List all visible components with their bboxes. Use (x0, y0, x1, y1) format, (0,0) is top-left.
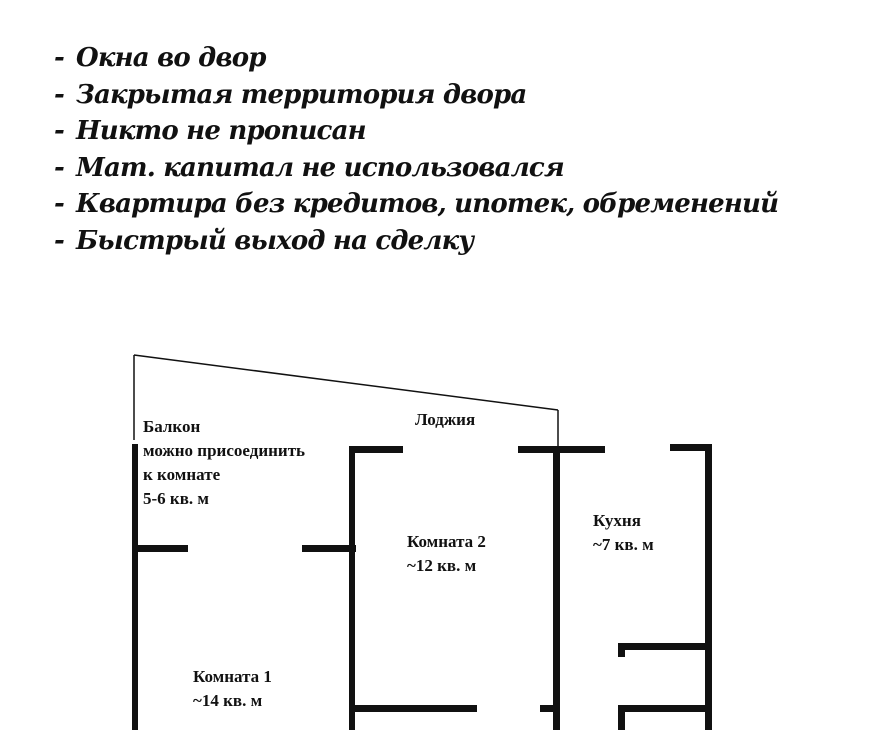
features-list: -Окна во двор -Закрытая территория двора… (54, 40, 779, 259)
balcony-title: Балкон (143, 417, 200, 436)
room2-label: Комната 2 ~12 кв. м (407, 532, 486, 575)
feature-item: -Квартира без кредитов, ипотек, обремене… (54, 189, 779, 219)
room2-area: ~12 кв. м (407, 556, 477, 575)
balcony-note-1: можно присоединить (143, 441, 305, 460)
feature-text: Никто не прописан (76, 116, 367, 146)
walls (132, 444, 712, 730)
feature-item: -Никто не прописан (54, 116, 367, 146)
feature-text: Квартира без кредитов, ипотек, обременен… (76, 189, 779, 219)
room2-title: Комната 2 (407, 532, 486, 551)
balcony-label: Балкон можно присоединить к комнате 5-6 … (143, 417, 305, 508)
room1-area: ~14 кв. м (193, 691, 263, 710)
room1-label: Комната 1 ~14 кв. м (193, 667, 272, 710)
feature-item: -Закрытая территория двора (54, 79, 527, 110)
loggia-label: Лоджия (415, 410, 475, 429)
balcony-note-2: к комнате (143, 465, 221, 484)
room1-title: Комната 1 (193, 667, 272, 686)
feature-text: Окна во двор (76, 43, 266, 73)
kitchen-area: ~7 кв. м (593, 535, 654, 554)
feature-text: Быстрый выход на сделку (76, 225, 474, 256)
feature-item: -Мат. капитал не использовался (54, 152, 565, 183)
kitchen-title: Кухня (593, 511, 641, 530)
feature-text: Закрытая территория двора (76, 79, 527, 110)
feature-item: -Быстрый выход на сделку (54, 225, 474, 256)
kitchen-label: Кухня ~7 кв. м (593, 511, 654, 554)
feature-item: -Окна во двор (54, 43, 266, 73)
balcony-outline (133, 354, 559, 446)
balcony-area: 5-6 кв. м (143, 489, 209, 508)
feature-text: Мат. капитал не использовался (76, 152, 565, 183)
